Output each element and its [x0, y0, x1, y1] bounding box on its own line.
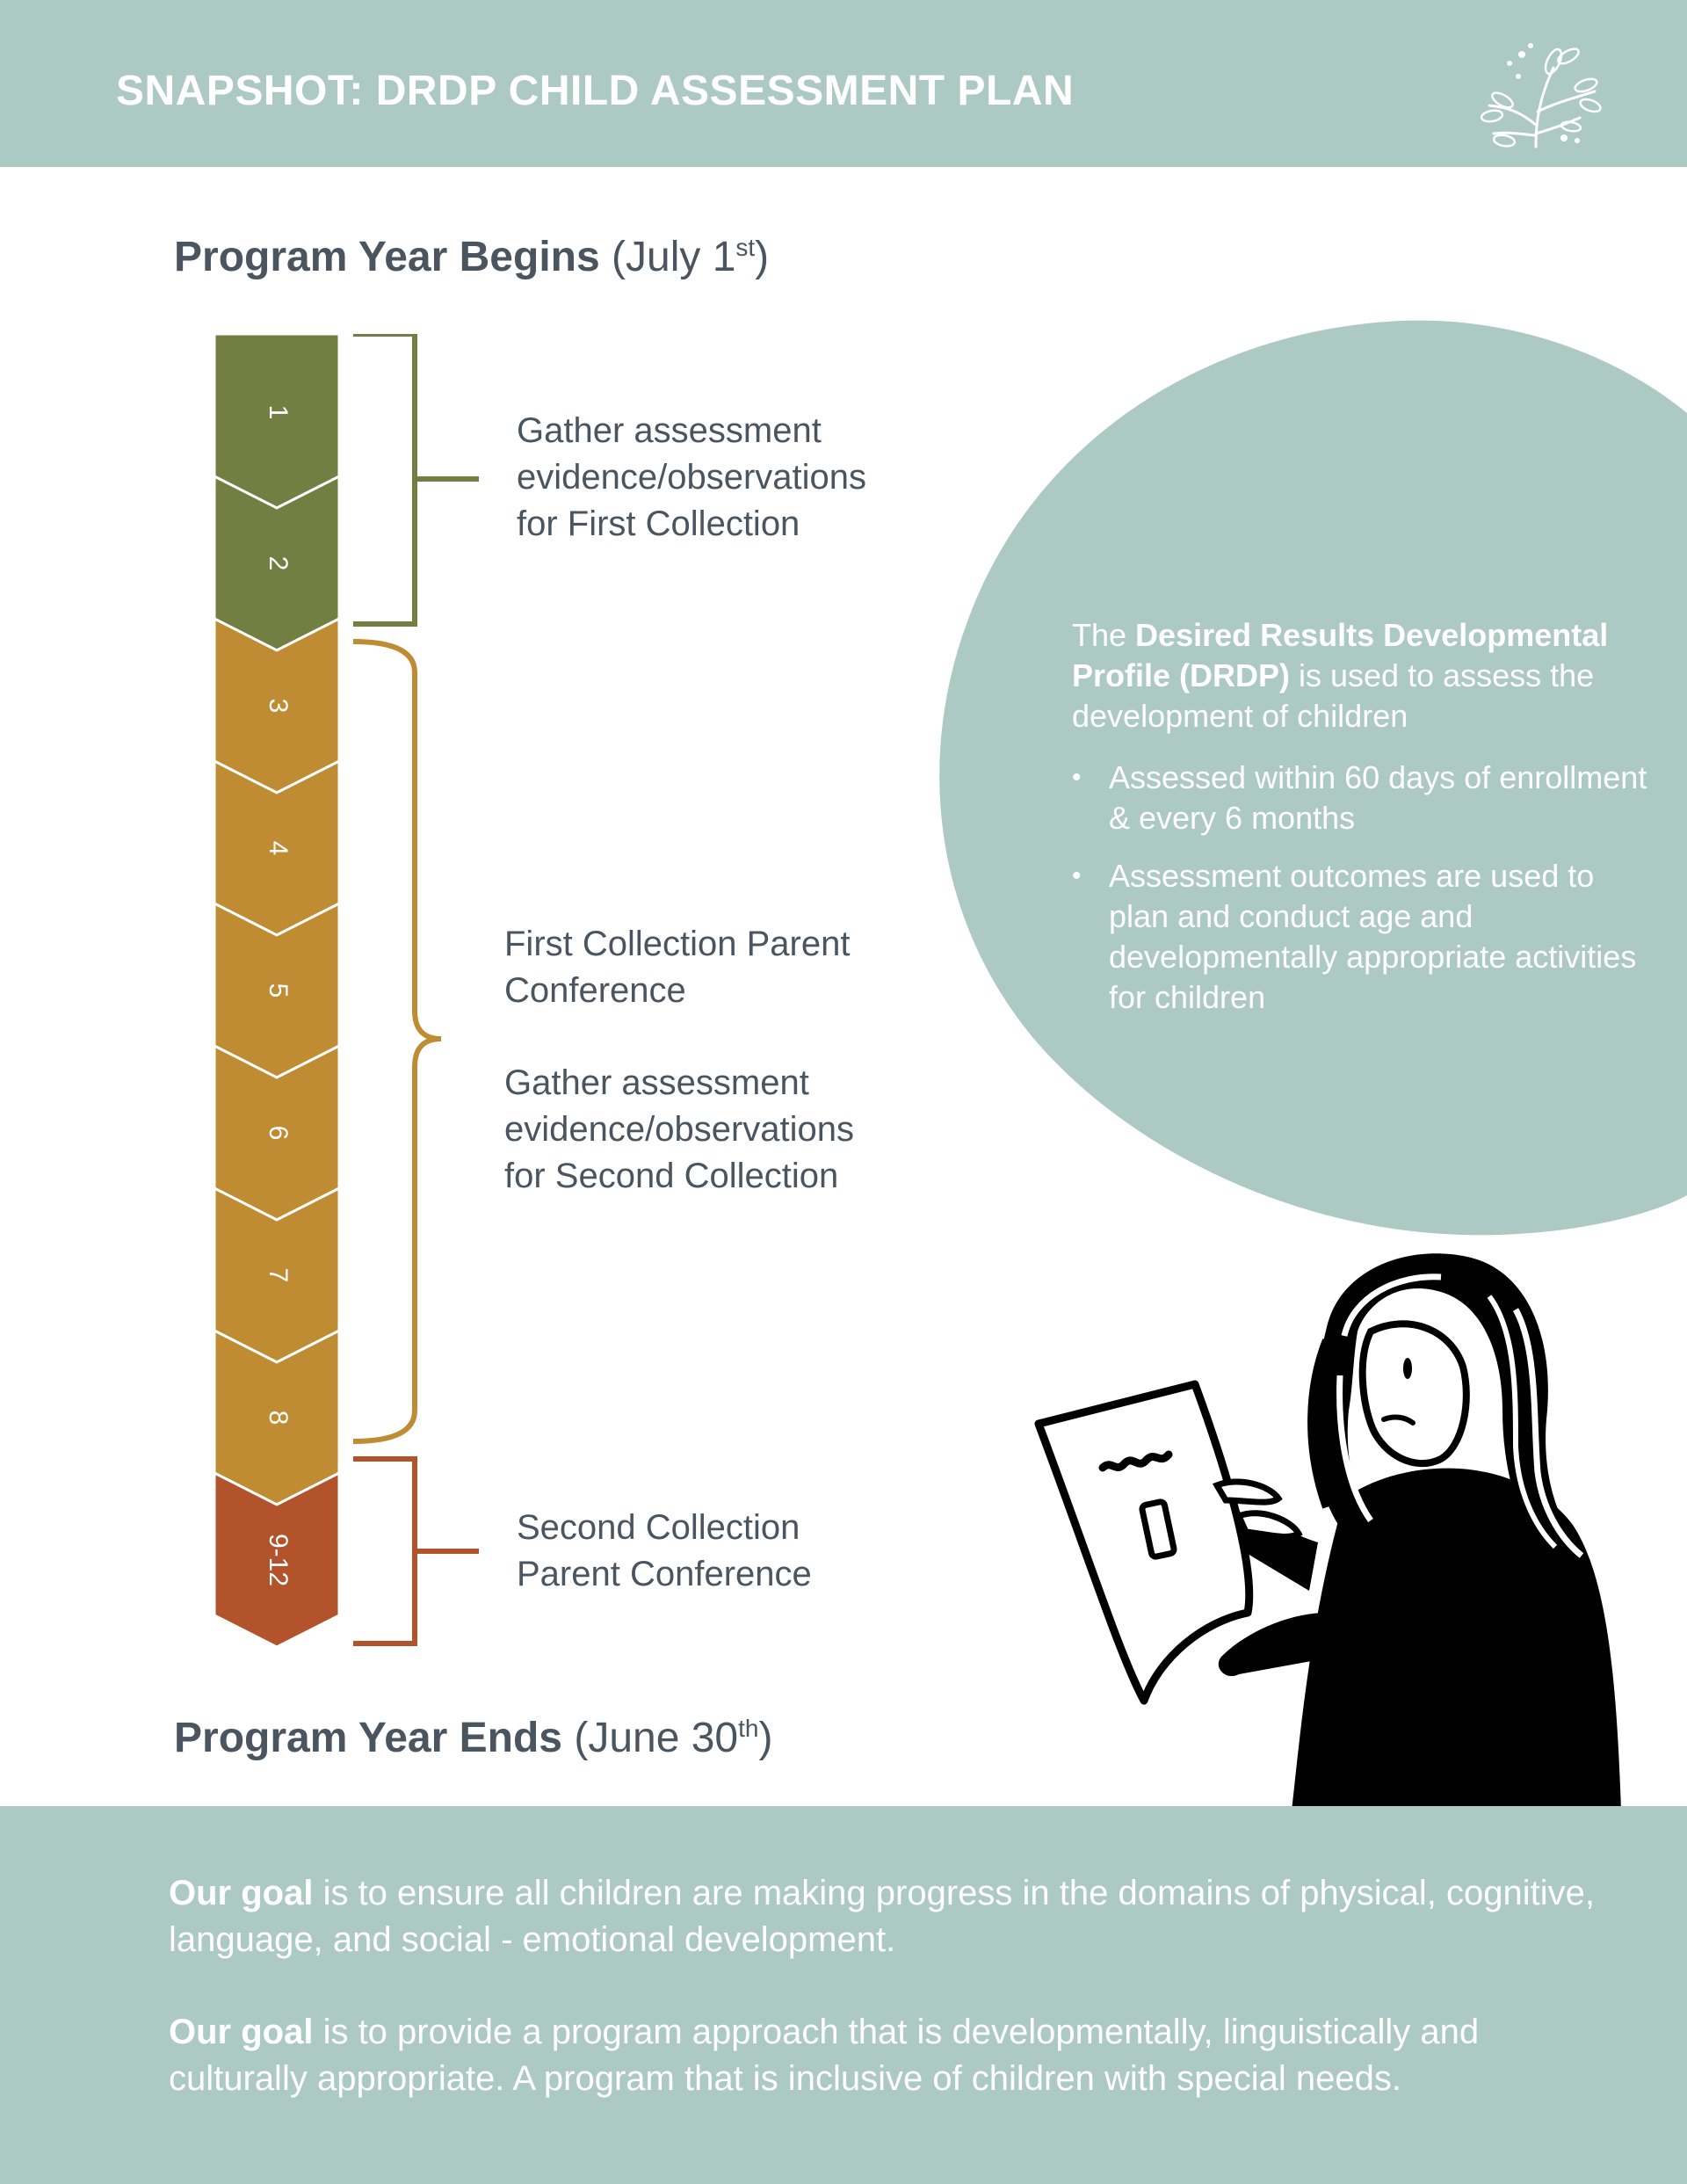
goal-statement-2: Our goal is to provide a program approac…	[169, 2013, 1480, 2098]
timeline-month-label: 3	[264, 699, 293, 714]
drdp-info: The Desired Results Developmental Profil…	[1072, 615, 1652, 1035]
header-banner: SNAPSHOT: DRDP CHILD ASSESSMENT PLAN	[0, 0, 1687, 167]
goals-footer	[0, 1806, 1687, 2184]
woman-reading-illustration	[1034, 1253, 1621, 1810]
list-item: Assessed within 60 days of enrollment & …	[1072, 758, 1652, 838]
timeline-month-label: 8	[264, 1411, 293, 1426]
timeline-month-label: 4	[264, 841, 293, 856]
timeline-segment-1	[213, 334, 341, 510]
bracket-first-gather	[353, 334, 479, 627]
bracket-second-conference	[353, 1456, 479, 1646]
timeline-segment-9-12	[213, 1470, 341, 1649]
drdp-bullets: Assessed within 60 days of enrollment & …	[1072, 758, 1652, 1018]
goal-statement-1: Our goal is to ensure all children are m…	[169, 1874, 1595, 1959]
second-gather-label: Gather assessment evidence/observations …	[504, 1063, 855, 1195]
first-conference-label: First Collection Parent Conference	[504, 925, 851, 1010]
timeline-month-label: 2	[264, 556, 293, 571]
bracket-first-conference	[352, 639, 442, 1444]
timeline-month-label: 9-12	[264, 1534, 293, 1586]
drdp-intro: The Desired Results Developmental Profil…	[1072, 617, 1609, 734]
program-year-ends: Program Year Ends (June 30th)	[174, 1715, 773, 1761]
month-timeline: 1 2 3 4 5 6 7 8 9-12	[213, 334, 479, 1649]
page-title: SNAPSHOT: DRDP CHILD ASSESSMENT PLAN	[116, 68, 1075, 114]
floral-sprig-icon	[1480, 43, 1602, 149]
first-gather-label: Gather assessment evidence/observations …	[517, 411, 867, 543]
program-year-begins: Program Year Begins (July 1st)	[174, 234, 770, 280]
list-item: Assessment outcomes are used to plan and…	[1072, 856, 1652, 1018]
second-conference-label: Second Collection Parent Conference	[517, 1508, 812, 1593]
timeline-month-label: 6	[264, 1126, 293, 1141]
timeline-month-label: 1	[264, 405, 293, 420]
timeline-month-label: 7	[264, 1268, 293, 1283]
timeline-month-label: 5	[264, 983, 293, 998]
